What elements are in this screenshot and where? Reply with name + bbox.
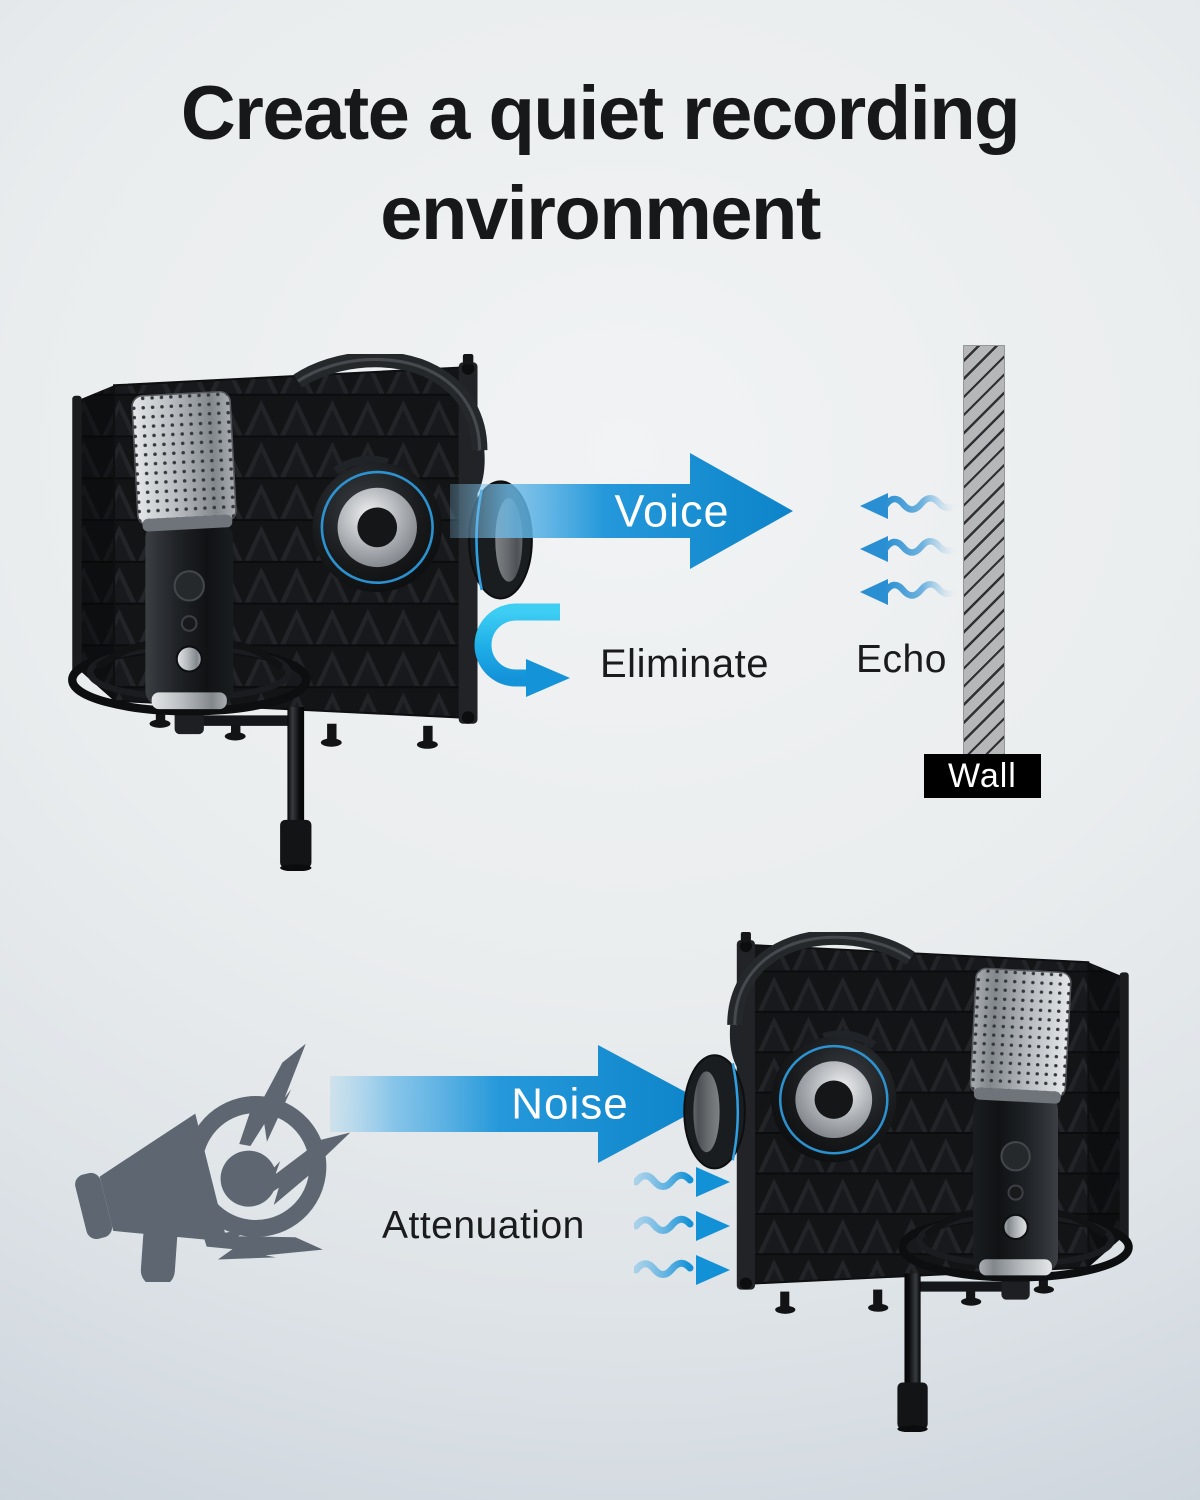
eliminate-uturn-arrow-icon (474, 603, 570, 697)
eliminate-label: Eliminate (600, 642, 770, 686)
megaphone-icon (75, 1043, 361, 1282)
voice-arrow-label: Voice (614, 486, 729, 537)
page-title-line1: Create a quiet recording (180, 71, 1021, 156)
page-title: Create a quiet recording environment (0, 64, 1200, 265)
echo-label: Echo (856, 638, 947, 681)
noise-arrow-icon: Noise (330, 1045, 708, 1163)
wall-label-badge: Wall (924, 754, 1041, 798)
attenuation-label: Attenuation (382, 1204, 585, 1247)
lightning-bolts-icon (196, 1043, 361, 1282)
studio-rig-photo-bottom (680, 932, 1135, 1432)
voice-arrow-icon: Voice (450, 453, 793, 569)
wall-hatched-bar (963, 345, 1005, 757)
wall-label-text: Wall (948, 756, 1017, 795)
studio-rig-photo-top (66, 354, 536, 871)
noise-arrow-label: Noise (511, 1080, 629, 1129)
page-title-line2: environment (380, 171, 821, 257)
attenuation-waves-icon (634, 1167, 730, 1285)
echo-waves-icon (860, 493, 957, 605)
